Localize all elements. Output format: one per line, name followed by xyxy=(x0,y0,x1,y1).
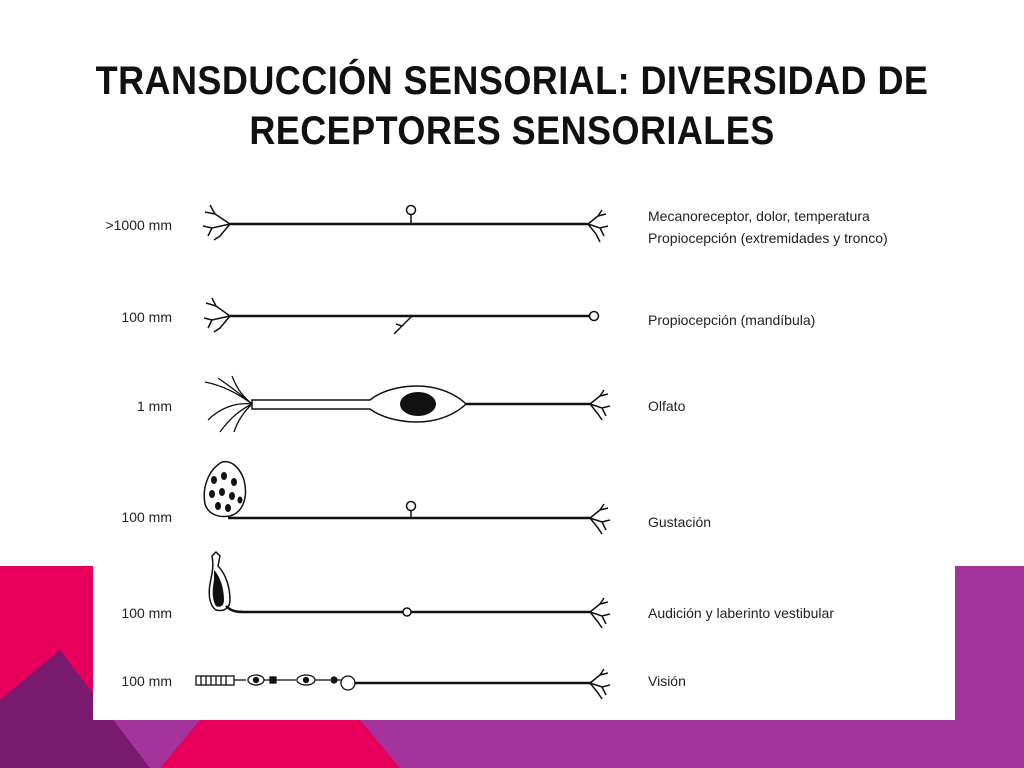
axon-terminal xyxy=(589,503,611,535)
magenta-triangle xyxy=(160,720,400,768)
function-label-1: Audición y laberinto vestibular xyxy=(648,605,834,621)
collateral-branch xyxy=(393,315,413,335)
function-label-1: Gustación xyxy=(648,514,711,530)
length-label: >1000 mm xyxy=(105,217,172,233)
purple-band-right xyxy=(955,566,1024,768)
function-label-2: Propiocepción (extremidades y tronco) xyxy=(648,230,888,246)
title-line-1: TRANSDUCCIÓN SENSORIAL: DIVERSIDAD DE xyxy=(95,59,929,103)
cell-body xyxy=(405,204,417,216)
function-label-1: Mecanoreceptor, dolor, temperatura xyxy=(648,208,870,224)
row-mechanoreceptor: >1000 mm Mecanoreceptor, dolor, temperat… xyxy=(105,204,888,246)
function-label-1: Olfato xyxy=(648,398,686,414)
length-label: 100 mm xyxy=(121,309,172,325)
length-label: 1 mm xyxy=(137,398,172,414)
free-nerve-ending-left xyxy=(203,297,231,333)
cilia xyxy=(204,375,253,433)
axon-terminal xyxy=(589,597,611,629)
axon xyxy=(225,605,590,614)
length-label: 100 mm xyxy=(121,509,172,525)
row-proprioception-jaw: 100 mm Propiocepción (mandíbula) xyxy=(121,297,815,335)
title-line-2: RECEPTORES SENSORIALES xyxy=(249,109,775,153)
axon-terminal xyxy=(589,668,611,700)
function-label-1: Propiocepción (mandíbula) xyxy=(648,312,815,328)
slide-title: TRANSDUCCIÓN SENSORIAL: DIVERSIDAD DE RE… xyxy=(51,56,973,156)
function-label-1: Visión xyxy=(648,673,686,689)
free-nerve-ending-left xyxy=(202,204,231,241)
cell-body xyxy=(402,607,412,617)
length-label: 100 mm xyxy=(121,605,172,621)
axon-terminal xyxy=(589,389,611,421)
cell-body xyxy=(588,310,600,322)
row-vision: 100 mm Visión xyxy=(121,668,686,700)
hair-cell xyxy=(208,550,231,612)
axon-terminal xyxy=(587,209,609,243)
taste-bud xyxy=(203,460,247,518)
row-gustation: 100 mm Gustación xyxy=(121,460,711,535)
row-olfaction: 1 mm Olfato xyxy=(137,375,686,433)
nucleus xyxy=(400,392,436,416)
figure-panel xyxy=(93,185,955,720)
cell-body xyxy=(405,500,417,512)
dark-triangle-left xyxy=(0,650,150,768)
row-audition: 100 mm Audición y laberinto vestibular xyxy=(121,550,834,629)
photoreceptor-chain xyxy=(195,674,356,691)
length-label: 100 mm xyxy=(121,673,172,689)
